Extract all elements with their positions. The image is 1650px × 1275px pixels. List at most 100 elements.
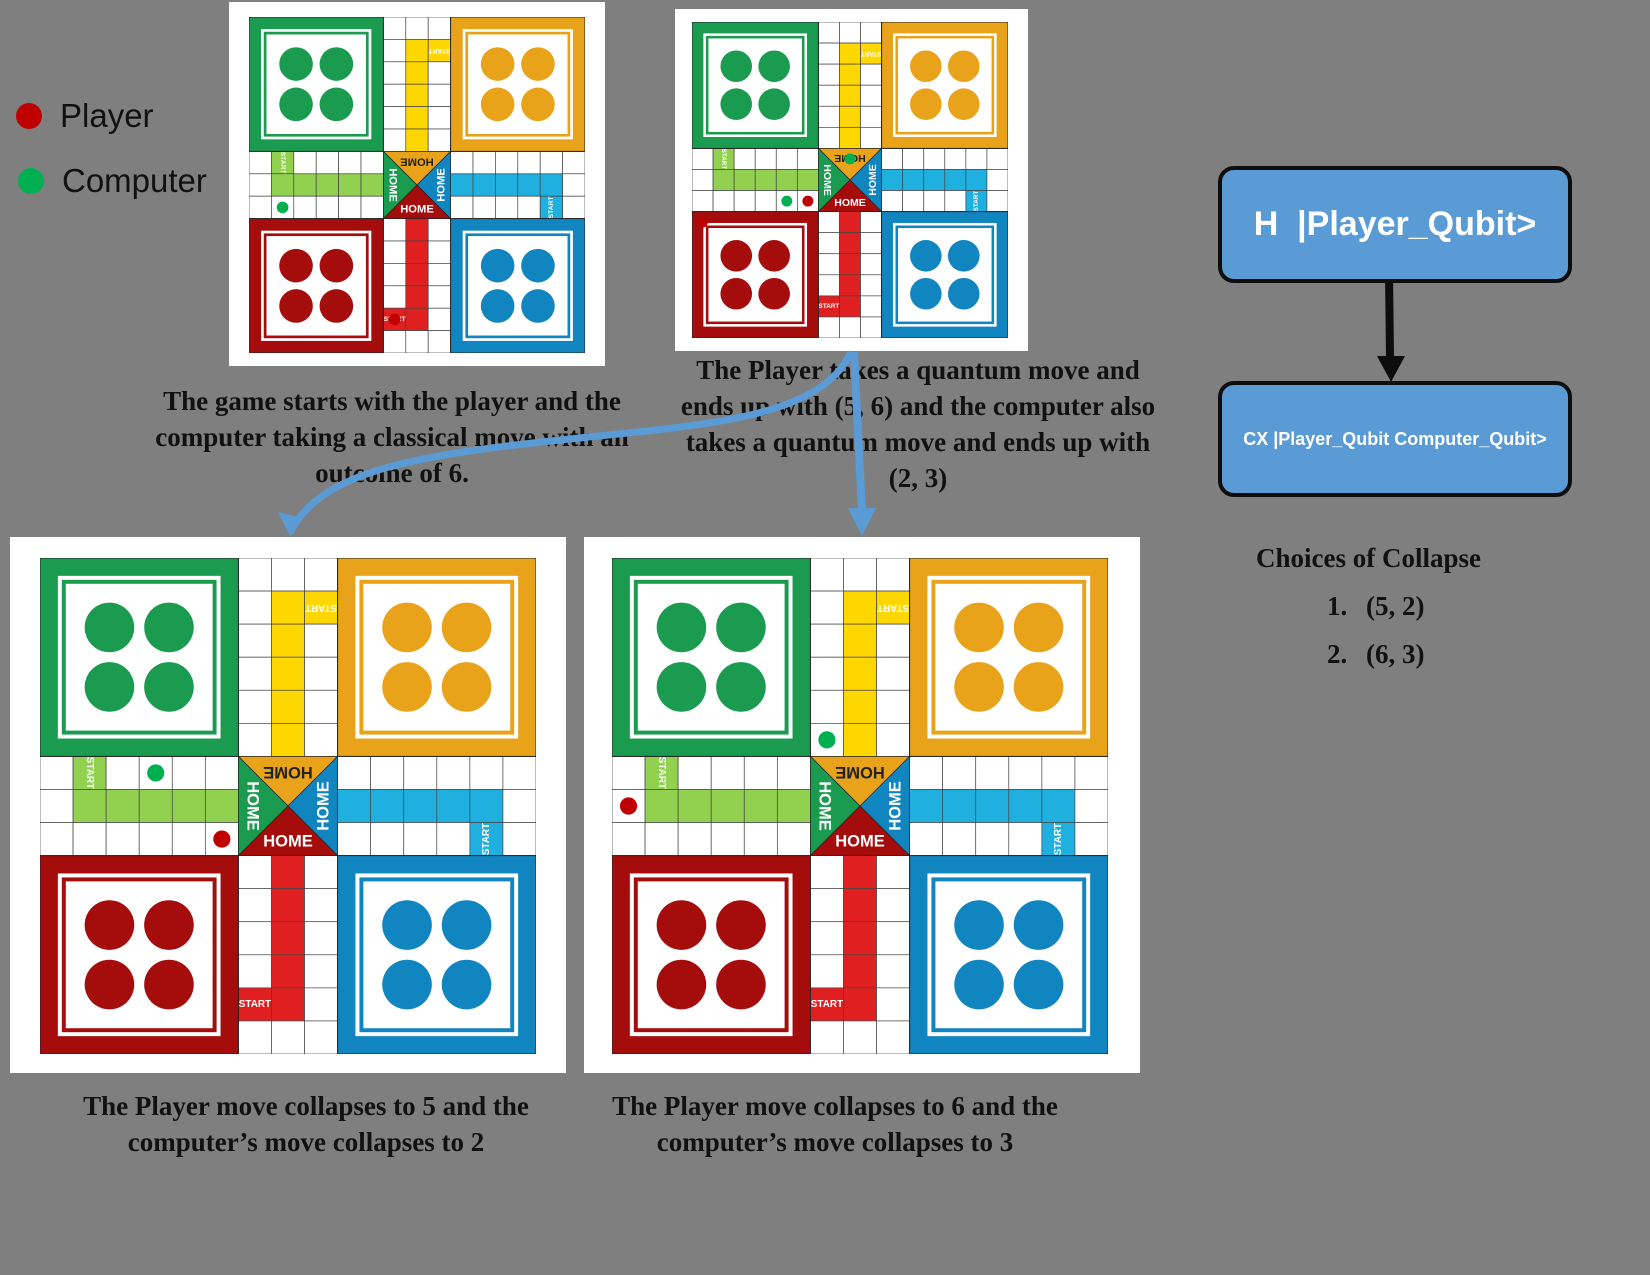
board-cell	[818, 211, 840, 234]
board-cell	[818, 105, 840, 128]
board-cell	[876, 722, 910, 757]
board-cell	[692, 169, 714, 191]
yellow-base-piece	[1013, 602, 1064, 653]
home-label: HOME	[263, 832, 313, 851]
green-base-piece	[720, 50, 753, 83]
board-cell	[860, 105, 882, 128]
home-label: HOME	[263, 763, 313, 782]
home-label: HOME	[815, 781, 834, 831]
red-base-piece	[84, 900, 135, 950]
yellow-base-piece	[521, 47, 555, 81]
board-cell	[238, 656, 272, 691]
board-cell	[843, 558, 877, 592]
board-cell	[677, 756, 712, 790]
home-label: HOME	[386, 168, 398, 202]
board-cell	[427, 61, 451, 85]
board-cell	[238, 623, 272, 658]
legend-computer-label: Computer	[62, 162, 207, 199]
yellow-base-piece	[1013, 662, 1064, 712]
board-cell	[1074, 756, 1108, 790]
circuit-arrow	[1385, 272, 1394, 359]
yellow-base-piece	[480, 47, 515, 81]
board-cell	[860, 253, 882, 276]
board-cell	[677, 822, 712, 856]
board-cell	[876, 987, 910, 1022]
board-cell	[923, 169, 946, 191]
board-cell	[472, 151, 496, 175]
home-red	[817, 179, 883, 212]
board-cell	[502, 756, 536, 790]
legend-player-label: Player	[60, 97, 154, 134]
board-cell	[1008, 789, 1043, 823]
yellow-base-ring	[931, 579, 1087, 735]
start-label: START	[84, 757, 95, 789]
board-cell	[1041, 789, 1076, 823]
home-label: HOME	[400, 204, 434, 216]
board-cell	[427, 330, 451, 353]
home-label: HOME	[400, 156, 434, 168]
green-base-piece	[656, 602, 707, 653]
computer-token	[781, 195, 793, 207]
board-cell	[965, 169, 988, 191]
board-cell	[271, 954, 305, 989]
board-cell	[271, 590, 305, 625]
board-cell	[909, 756, 944, 790]
board-cell	[304, 623, 338, 658]
player-token	[802, 195, 814, 207]
blue-base-ring	[359, 877, 515, 1033]
board-cell	[876, 855, 910, 890]
yellow-base-inner	[892, 33, 997, 138]
gate-h-box: H |Player_Qubit>	[1218, 166, 1572, 283]
board-cell	[644, 789, 679, 823]
board-cell	[733, 148, 756, 170]
green-base-ring	[705, 35, 805, 135]
board-cell	[271, 689, 305, 724]
green-base-ring	[61, 579, 217, 735]
board-cell	[338, 151, 362, 175]
board-cell	[403, 789, 438, 823]
board-cell	[818, 63, 840, 86]
board-cell	[818, 253, 840, 276]
red-base-inner	[703, 222, 808, 327]
board-cell	[839, 63, 861, 86]
board-cell	[405, 83, 429, 107]
choice-value: (6, 3)	[1366, 639, 1425, 669]
board-cell	[712, 169, 735, 191]
blue-base-inner	[927, 873, 1091, 1037]
board-cell	[810, 623, 844, 658]
board-cell	[427, 17, 451, 40]
board-cell	[839, 211, 861, 234]
board-cell	[909, 789, 944, 823]
home-label: HOME	[835, 832, 885, 851]
computer-dot-icon	[18, 168, 44, 194]
board-cell	[405, 285, 429, 309]
start-label: START	[973, 191, 980, 212]
red-base-inner	[629, 873, 793, 1037]
board-cell	[902, 190, 925, 212]
start-label: START	[548, 196, 555, 219]
board-cell	[293, 173, 317, 197]
board-cell	[839, 316, 861, 338]
green-base-inner	[57, 575, 221, 739]
choices-title: Choices of Collapse	[1256, 543, 1481, 573]
board-cell	[171, 822, 206, 856]
board-cell	[876, 656, 910, 691]
red-base-piece	[319, 289, 354, 323]
board-cell	[495, 195, 519, 219]
board-cell	[843, 921, 877, 956]
yellow-base-inner	[462, 29, 573, 140]
board-cell	[383, 17, 407, 40]
computer-token	[147, 764, 165, 782]
board-cell	[383, 263, 407, 287]
green-base-piece	[758, 50, 790, 83]
board-cell	[810, 1020, 844, 1054]
green-base-piece	[279, 47, 313, 81]
start-label: START	[279, 152, 286, 175]
yellow-base-inner	[355, 575, 519, 739]
board-cell	[495, 151, 519, 175]
board-cell	[818, 274, 840, 297]
computer-token	[276, 201, 289, 214]
board-cell	[860, 295, 882, 318]
board-cell	[839, 126, 861, 149]
board-cell	[923, 190, 946, 212]
